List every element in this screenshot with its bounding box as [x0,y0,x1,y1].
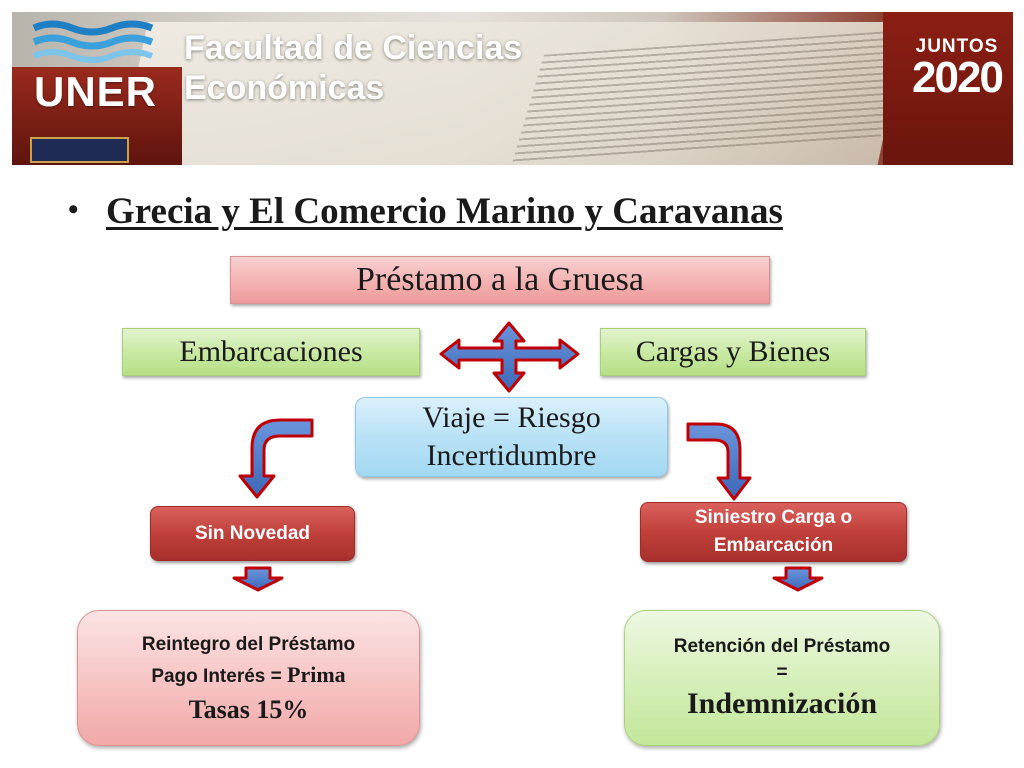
left-curved-arrow-icon [238,418,314,499]
faculty-line-1: Facultad de Ciencias [184,29,523,67]
right-curved-arrow-icon [686,422,752,501]
risk-line-1: Viaje = Riesgo [422,401,601,434]
risk-line-2: Incertidumbre [426,439,597,472]
title-bullet: • [68,193,79,226]
title-text: Grecia y El Comercio Marino y Caravanas [106,191,783,232]
main-concept-box: Préstamo a la Gruesa [230,256,770,304]
left-down-arrow-icon [232,566,284,592]
right-category-label: Cargas y Bienes [635,335,831,368]
result-right-box: Retención del Préstamo = Indemnización [624,610,940,746]
left-category-box: Embarcaciones [122,328,420,376]
outcome-right-line-2: Embarcación [713,535,834,556]
badge-top-text: JUNTOS [915,36,999,57]
main-concept-label: Préstamo a la Gruesa [356,261,644,298]
book-spine-label [30,137,129,163]
result-left-line-2a: Pago Interés = [151,665,288,687]
outcome-right-box: Siniestro Carga o Embarcación [640,502,907,562]
result-left-line-2: Pago Interés = Prima [151,660,345,693]
right-category-box: Cargas y Bienes [600,328,866,376]
juntos-2020-badge: JUNTOS 2020 [905,36,1009,102]
outcome-left-box: Sin Novedad [150,506,355,561]
result-left-line-1: Reintegro del Préstamo [141,633,356,655]
outcome-left-label: Sin Novedad [194,522,311,544]
result-left-line-2b: Prima [287,661,346,687]
outcome-right-line-1: Siniestro Carga o [694,507,853,528]
right-down-arrow-icon [772,566,824,592]
red-book-image [883,12,1013,165]
risk-box: Viaje = Riesgo Incertidumbre [355,397,668,477]
institution-name: UNER [34,68,158,115]
four-way-arrow-icon [439,321,580,393]
book-cover-image [12,67,182,165]
result-right-line-2: = [776,662,788,683]
uner-waves-logo-icon [32,20,154,63]
faculty-line-2: Económicas [184,69,385,107]
slide-title: • Grecia y El Comercio Marino y Caravanas [68,190,783,233]
faculty-name: Facultad de Ciencias Económicas [184,28,522,108]
result-right-line-3: Indemnización [686,687,878,720]
left-category-label: Embarcaciones [179,335,363,368]
badge-year-text: 2020 [912,53,1004,102]
header-banner: UNER Facultad de Ciencias Económicas JUN… [12,12,1013,165]
result-right-line-1: Retención del Préstamo [673,636,891,657]
result-left-box: Reintegro del Préstamo Pago Interés = Pr… [77,610,420,746]
result-left-line-3: Tasas 15% [188,694,309,724]
